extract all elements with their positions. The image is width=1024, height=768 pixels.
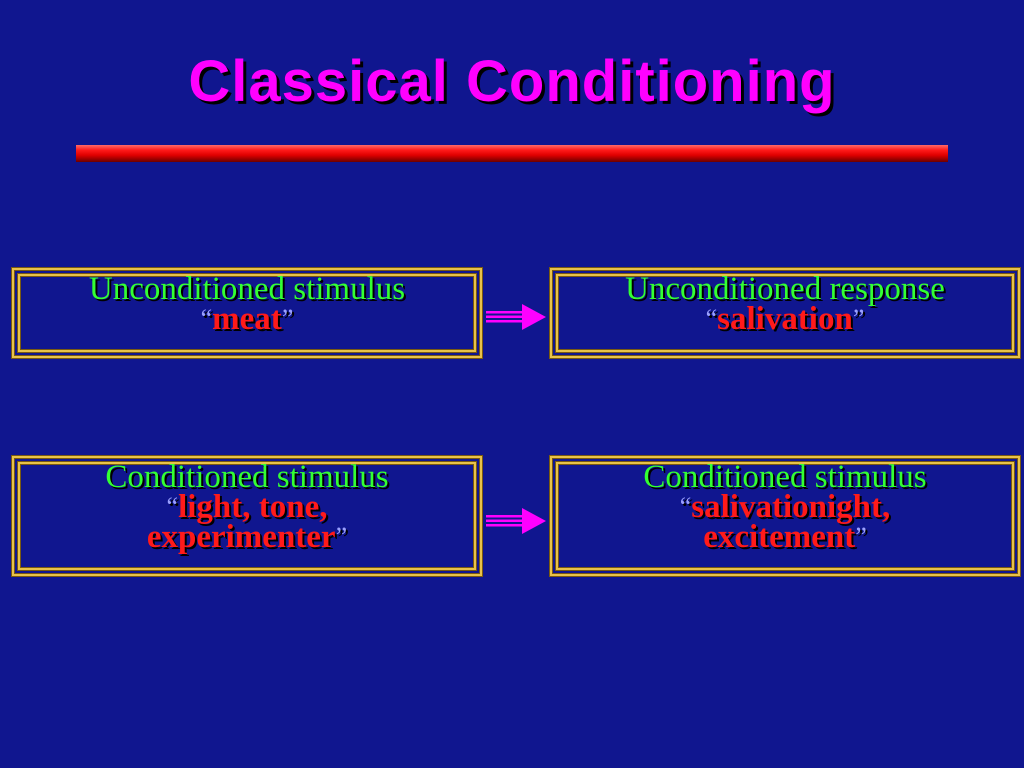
box-inner-frame (18, 462, 476, 570)
box-label: Conditioned stimulus (105, 459, 389, 495)
box-value: excitement (703, 519, 856, 555)
close-quote: ” (281, 304, 294, 333)
box-inner-frame (18, 274, 476, 352)
box-inner-frame (556, 274, 1014, 352)
box-value-line: “salivation” (552, 301, 1018, 337)
box-text: Unconditioned response “salivation” (552, 270, 1018, 337)
box-label: Conditioned stimulus (643, 459, 927, 495)
box-label: Unconditioned response (625, 271, 945, 307)
box-value-line: “light, tone, (14, 489, 480, 525)
box-value: salivationight, (691, 489, 891, 525)
title-underline (76, 145, 948, 162)
slide-title: Classical Conditioning (188, 49, 836, 114)
close-quote: ” (855, 522, 867, 551)
box-text: Conditioned stimulus “salivationight, ex… (552, 458, 1018, 555)
close-quote: ” (335, 522, 348, 551)
unconditioned-response-box: Unconditioned response “salivation” (550, 268, 1020, 358)
conditioned-stimulus-box: Conditioned stimulus “light, tone, exper… (12, 456, 482, 576)
box-value: meat (212, 301, 282, 337)
conditioned-stimulus-box: Conditioned stimulus “salivationight, ex… (550, 456, 1020, 576)
open-quote: “ (679, 492, 692, 521)
box-value: experimenter (146, 519, 336, 555)
open-quote: “ (705, 304, 718, 333)
box-value-line: “meat” (14, 301, 480, 337)
box-text: Unconditioned stimulus “meat” (14, 270, 480, 337)
box-label: Unconditioned stimulus (88, 271, 406, 307)
open-quote: “ (200, 304, 213, 333)
box-value: light, tone, (178, 489, 328, 525)
unconditioned-stimulus-box: Unconditioned stimulus “meat” (12, 268, 482, 358)
box-value: salivation (717, 301, 853, 337)
box-value-line: “salivationight, (552, 489, 1018, 525)
box-value-line: experimenter” (14, 519, 480, 555)
box-value-line: excitement” (552, 519, 1018, 555)
right-arrow-icon (486, 508, 546, 534)
open-quote: “ (166, 492, 179, 521)
close-quote: ” (852, 304, 865, 333)
box-text: Conditioned stimulus “light, tone, exper… (14, 458, 480, 555)
box-inner-frame (556, 462, 1014, 570)
right-arrow-icon (486, 304, 546, 330)
